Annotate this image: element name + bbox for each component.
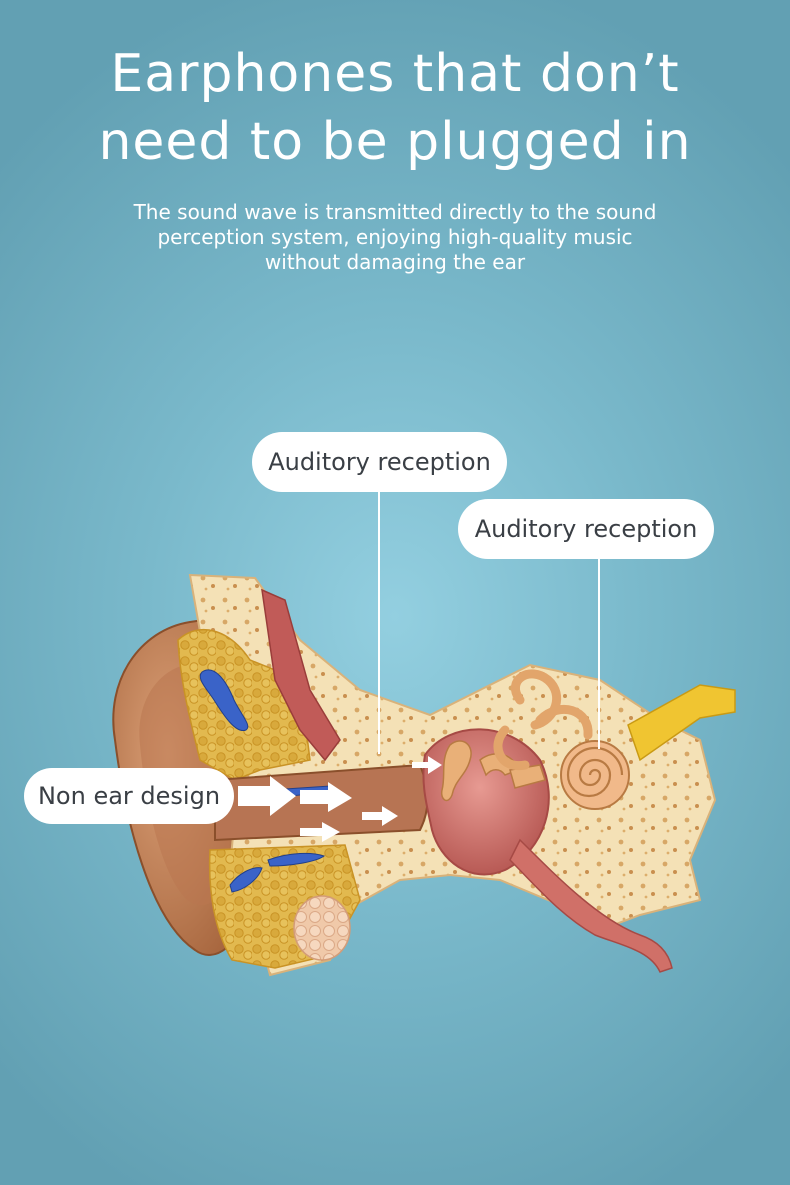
sound-wave-arrows — [238, 756, 442, 842]
semicircular-canals — [493, 669, 593, 771]
callout-non-ear-design: Non ear design — [24, 768, 234, 824]
callout-auditory-reception-top: Auditory reception — [252, 432, 507, 492]
tissue-band — [261, 588, 341, 762]
headline-line-2: need to be plugged in — [98, 112, 692, 172]
subtitle-line-3: without damaging the ear — [264, 250, 526, 274]
callout-leader-top — [378, 492, 380, 754]
subtitle-line-2: perception system, enjoying high-quality… — [157, 225, 633, 249]
eustachian-tube — [509, 838, 673, 973]
headline: Earphones that don’t need to be plugged … — [0, 40, 790, 176]
headline-line-1: Earphones that don’t — [110, 44, 680, 104]
gland — [293, 895, 351, 961]
cochlea — [560, 740, 630, 810]
subtitle-line-1: The sound wave is transmitted directly t… — [133, 200, 657, 224]
auditory-nerve — [627, 684, 736, 762]
upper-fat-layer — [177, 629, 311, 781]
callout-auditory-reception-right: Auditory reception — [458, 499, 714, 559]
callout-leader-right — [598, 559, 600, 749]
subtitle: The sound wave is transmitted directly t… — [60, 200, 730, 275]
